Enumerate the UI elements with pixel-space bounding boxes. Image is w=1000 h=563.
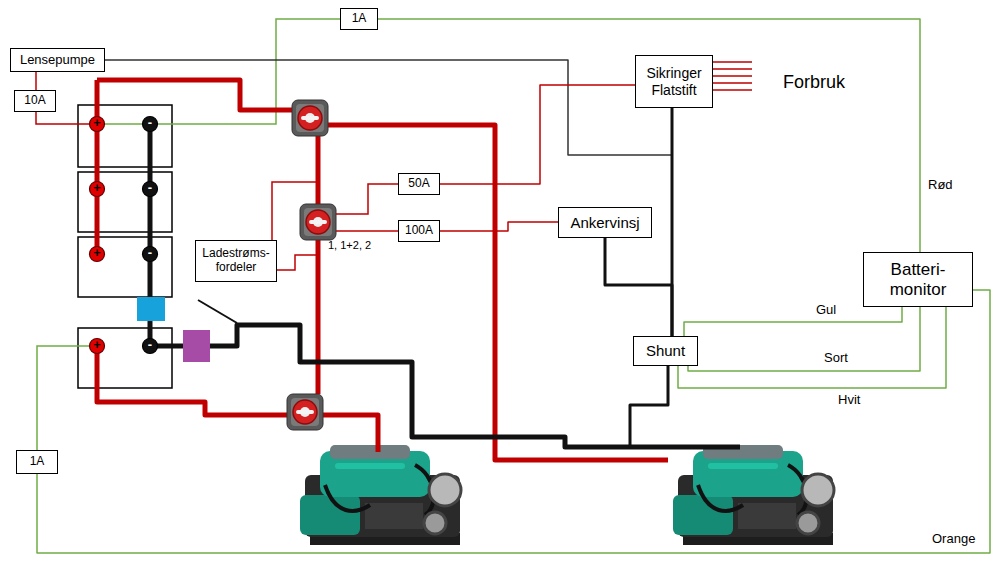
consumer-label: Forbruk <box>783 72 845 93</box>
negative-cable <box>210 325 740 447</box>
wire-connector <box>688 307 920 371</box>
terminal-sign: - <box>143 180 157 196</box>
engine-illustration <box>673 445 834 545</box>
node-text: Ladestrøms- fordeler <box>200 247 272 275</box>
positive-cable <box>316 136 321 204</box>
fused-wire <box>336 184 398 214</box>
wire-connector <box>605 238 672 336</box>
blue-marker <box>137 297 165 321</box>
wire-color-label: Rød <box>926 178 955 193</box>
wire-connector <box>440 222 558 231</box>
node-text: Batteri- monitor <box>868 260 968 299</box>
fused-wire <box>36 112 90 124</box>
wire-color-label: Orange <box>930 532 977 547</box>
positive-cable <box>328 125 668 460</box>
positive-cable <box>316 240 321 394</box>
positive-cable <box>97 80 292 254</box>
wire-color-label: Gul <box>814 303 838 318</box>
terminal-sign: + <box>90 180 104 196</box>
charge-wire <box>276 255 318 270</box>
negative-wire <box>198 300 237 323</box>
fuse-box: 100A <box>398 220 440 242</box>
node-text: 100A <box>405 224 433 238</box>
wire-color-label: Hvit <box>836 393 862 408</box>
node-text: Shunt <box>646 342 685 359</box>
terminal-sign: + <box>90 115 104 131</box>
wire-color-label: Sort <box>822 351 850 366</box>
winch-box: Ankervinsj <box>558 207 652 238</box>
battery <box>78 105 172 167</box>
node-text: 1A <box>352 12 367 26</box>
battery <box>78 172 172 232</box>
consumer-wires <box>712 62 752 90</box>
pump-box: Lensepumpe <box>10 48 105 72</box>
negative-cable <box>630 366 668 447</box>
fuse-box: 50A <box>398 173 440 195</box>
wire-connector <box>35 72 37 90</box>
node-text: Lensepumpe <box>20 53 95 68</box>
wire-connector <box>378 19 920 252</box>
battery <box>78 328 172 388</box>
purple-marker <box>183 330 210 362</box>
battery-switch <box>300 204 336 240</box>
switch-position-label: 1, 1+2, 2 <box>328 239 371 252</box>
wire-connector <box>37 290 990 553</box>
node-text: 10A <box>24 94 45 108</box>
node-text: Ankervinsj <box>570 214 639 231</box>
fused-wire <box>336 230 398 232</box>
node-text: 1A <box>30 455 45 469</box>
shunt-box: Shunt <box>633 336 698 366</box>
fuse-panel-box: Sikringer Flatstift <box>635 55 713 108</box>
terminal-sign: + <box>90 337 104 353</box>
battery-switch <box>287 394 323 430</box>
positive-cable <box>323 415 378 452</box>
node-text: 50A <box>408 177 429 191</box>
sense-wire <box>37 346 97 450</box>
terminal-sign: + <box>90 245 104 261</box>
fuse-box: 10A <box>14 90 56 112</box>
battery-monitor-box: Batteri- monitor <box>863 252 973 307</box>
wire-connector <box>440 85 635 184</box>
fuse-box: 1A <box>340 8 378 30</box>
terminal-sign: - <box>143 337 157 353</box>
wire-connector <box>684 307 902 336</box>
wire-connector <box>105 60 672 336</box>
battery-switch <box>292 100 328 136</box>
terminal-sign: - <box>143 245 157 261</box>
charge-distributor-box: Ladestrøms- fordeler <box>195 240 277 282</box>
terminal-sign: - <box>143 115 157 131</box>
wire-connector <box>678 307 946 388</box>
battery <box>78 237 172 297</box>
node-text: Sikringer Flatstift <box>640 65 708 97</box>
fuse-box: 1A <box>16 450 58 474</box>
engine-illustration <box>300 445 461 545</box>
